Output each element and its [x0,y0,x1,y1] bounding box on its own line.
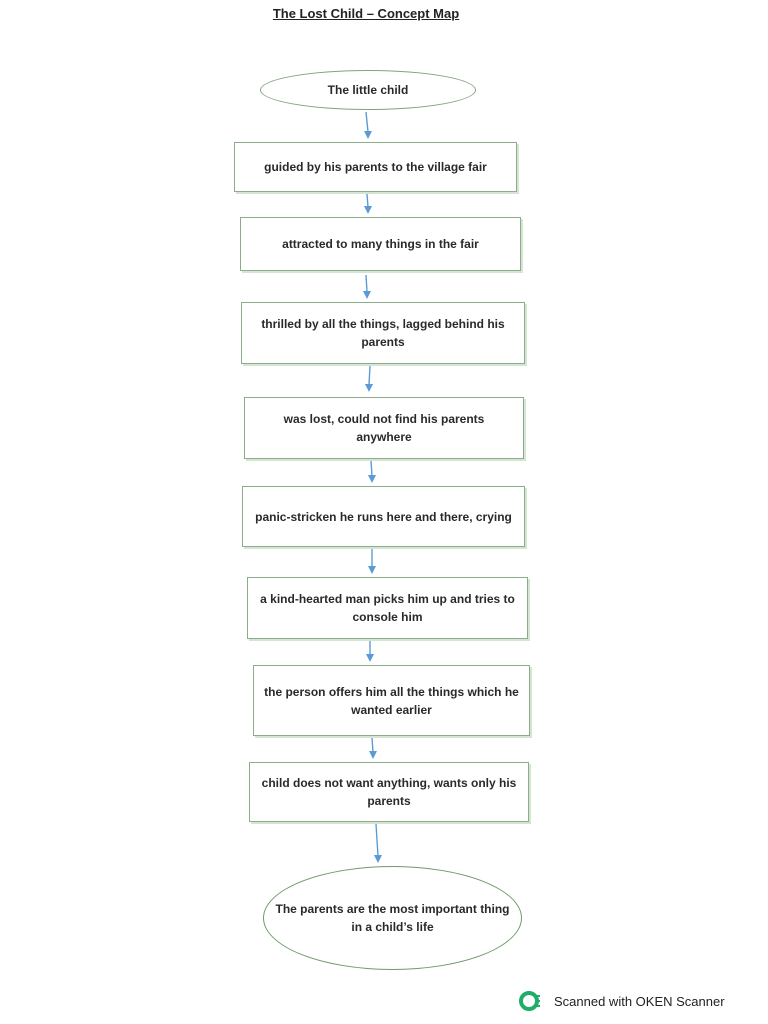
arrow-n6-n7 [366,641,374,662]
concept-box-8: child does not want anything, wants only… [249,762,529,822]
arrow-n4-n5 [368,460,376,483]
concept-box-1: guided by his parents to the village fai… [234,142,517,192]
concept-box-7: the person offers him all the things whi… [253,665,530,736]
concept-box-3: thrilled by all the things, lagged behin… [241,302,525,364]
arrow-n5-n6 [368,549,376,574]
concept-box-2: attracted to many things in the fair [240,217,521,271]
start-node-ellipse: The little child [260,70,476,110]
arrow-n0-n1 [364,111,372,139]
arrow-n8-n9 [374,823,382,863]
concept-box-5: panic-stricken he runs here and there, c… [242,486,525,547]
concept-box-6: a kind-hearted man picks him up and trie… [247,577,528,639]
arrow-n2-n3 [363,274,371,299]
arrow-n3-n4 [365,365,373,392]
scanner-watermark: Scanned with OKEN Scanner [518,990,725,1012]
oken-scanner-logo-icon [519,991,540,1011]
arrow-n7-n8 [369,737,377,759]
page-title: The Lost Child – Concept Map [272,6,460,21]
watermark-text: Scanned with OKEN Scanner [554,993,725,1009]
concept-box-4: was lost, could not find his parents any… [244,397,524,459]
arrow-n1-n2 [364,193,372,214]
conclusion-node-ellipse: The parents are the most important thing… [263,866,522,970]
